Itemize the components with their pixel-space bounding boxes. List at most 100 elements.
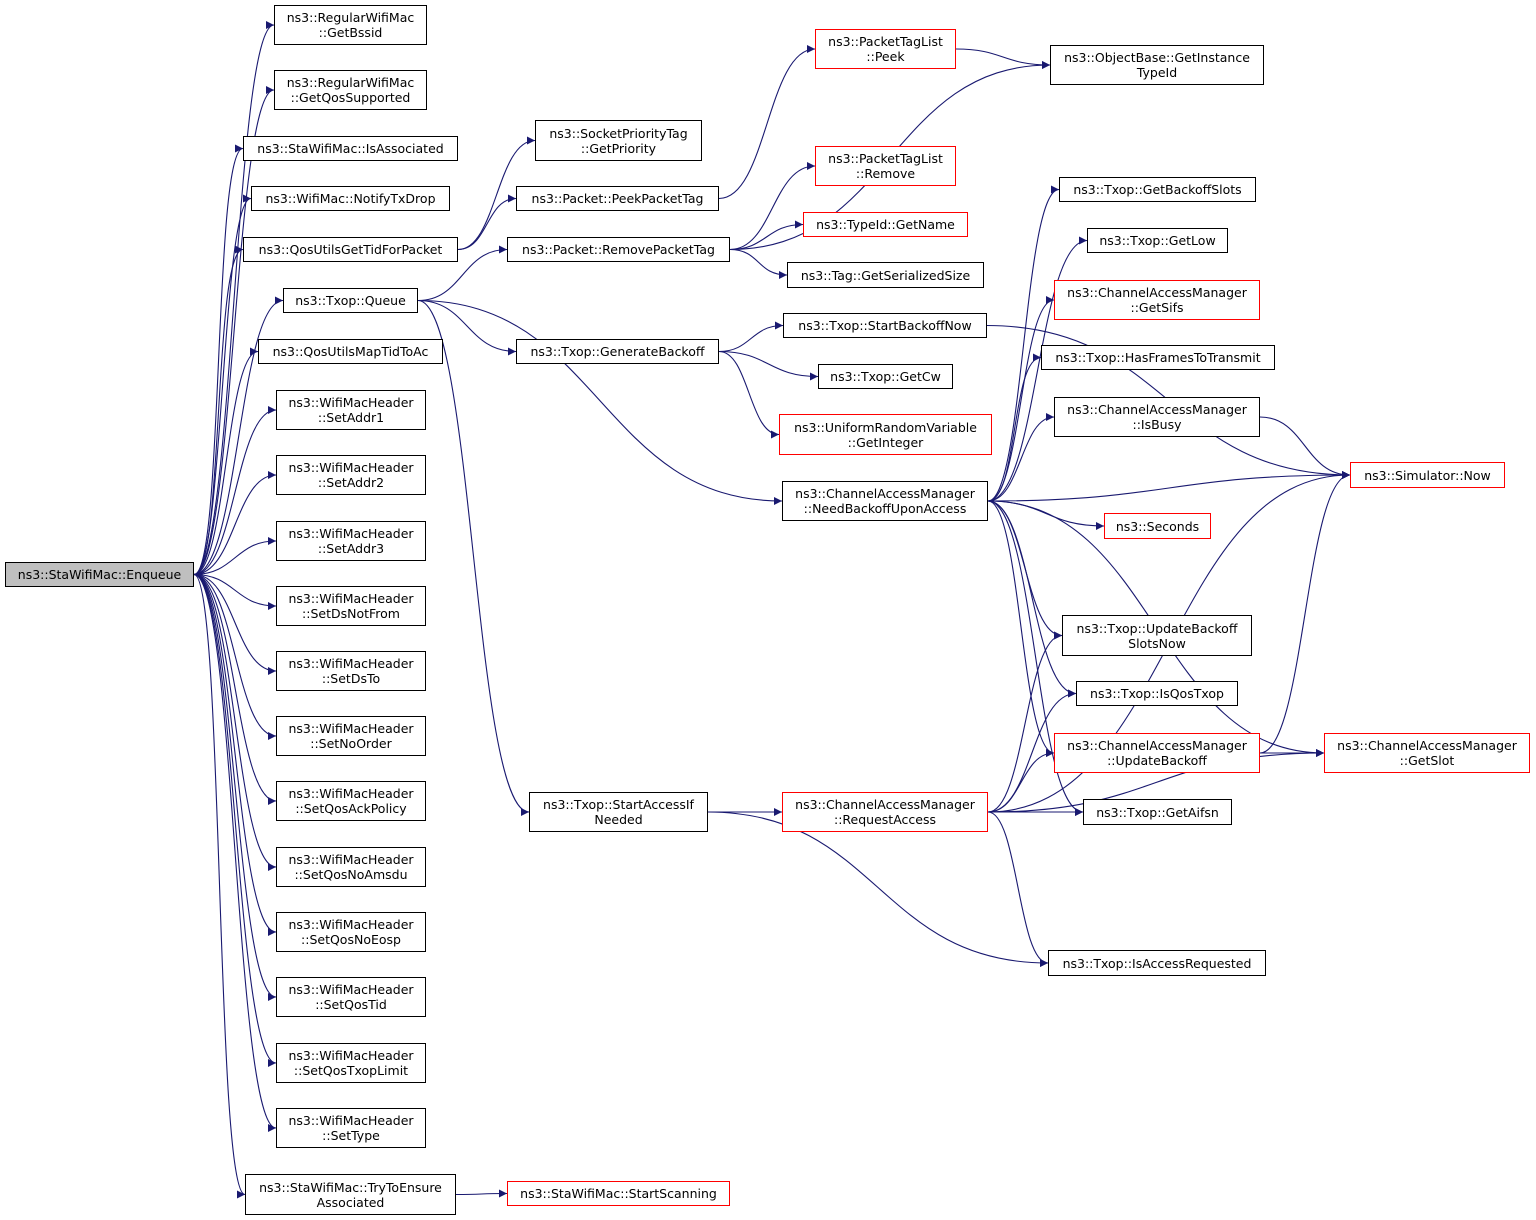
node-socket-priority-tag-get-priority[interactable]: ns3::SocketPriorityTag::GetPriority — [535, 120, 702, 161]
node-packet-tag-list-peek[interactable]: ns3::PacketTagList::Peek — [815, 29, 956, 69]
node-label: ns3::StaWifiMac::Enqueue — [17, 567, 182, 582]
node-uniform-random-variable-get-integer[interactable]: ns3::UniformRandomVariable::GetInteger — [779, 414, 992, 455]
edge-txopqueue-to-needbackoff — [417, 299, 783, 505]
node-label: ns3::WifiMacHeader — [288, 982, 414, 997]
node-wifi-mac-notify-tx-drop[interactable]: ns3::WifiMac::NotifyTxDrop — [251, 186, 450, 211]
node-label: ns3::Packet::RemovePacketTag — [522, 242, 715, 257]
node-wifi-mac-header-set-ds-not-from[interactable]: ns3::WifiMacHeader::SetDsNotFrom — [276, 586, 426, 626]
edge-needbackoff-to-getaifsn — [987, 500, 1084, 816]
node-seconds[interactable]: ns3::Seconds — [1104, 513, 1211, 539]
node-wifi-mac-header-set-type[interactable]: ns3::WifiMacHeader::SetType — [276, 1108, 426, 1148]
node-label: ::IsBusy — [1132, 417, 1182, 432]
node-label: ::SetQosTxopLimit — [293, 1063, 409, 1078]
node-label: ns3::WifiMacHeader — [288, 1048, 414, 1063]
node-txop-is-qos-txop[interactable]: ns3::Txop::IsQosTxop — [1076, 681, 1238, 706]
edge-enqueue-to-setqosnoamsdu — [193, 573, 277, 871]
node-wifi-mac-header-set-addr3[interactable]: ns3::WifiMacHeader::SetAddr3 — [276, 521, 426, 561]
node-channel-access-manager-need-backoff-upon-access[interactable]: ns3::ChannelAccessManager::NeedBackoffUp… — [782, 481, 988, 521]
node-wifi-mac-header-set-ds-to[interactable]: ns3::WifiMacHeader::SetDsTo — [276, 651, 426, 691]
node-label: ns3::StaWifiMac::TryToEnsure — [259, 1179, 442, 1195]
node-txop-get-low[interactable]: ns3::Txop::GetLow — [1087, 228, 1228, 253]
edge-requestaccess-to-updatebackoff — [987, 749, 1055, 813]
node-label: ns3::Simulator::Now — [1364, 467, 1491, 483]
node-wifi-mac-header-set-addr2[interactable]: ns3::WifiMacHeader::SetAddr2 — [276, 455, 426, 495]
node-label: Needed — [594, 812, 643, 827]
edge-needbackoff-to-simnow — [987, 471, 1351, 502]
edge-removepackettag-to-taggetserializedsize — [729, 248, 788, 279]
edge-trytoensure-to-startscanning — [455, 1189, 508, 1198]
node-label: ns3::RegularWifiMac — [286, 10, 415, 25]
node-label: ns3::Packet::PeekPacketTag — [531, 191, 704, 206]
node-label: ns3::WifiMac::NotifyTxDrop — [265, 191, 436, 206]
node-label: ns3::StaWifiMac::IsAssociated — [257, 141, 444, 156]
edge-enqueue-to-settype — [193, 573, 277, 1132]
node-tag-get-serialized-size[interactable]: ns3::Tag::GetSerializedSize — [787, 262, 984, 288]
node-channel-access-manager-get-sifs[interactable]: ns3::ChannelAccessManager::GetSifs — [1054, 280, 1260, 320]
edge-generatebackoff-to-uniformrandom — [718, 350, 780, 439]
node-label: ns3::ChannelAccessManager — [795, 486, 975, 501]
node-sta-wifi-mac-enqueue[interactable]: ns3::StaWifiMac::Enqueue — [5, 562, 194, 587]
node-regular-wifi-mac-get-qos-supported[interactable]: ns3::RegularWifiMac::GetQosSupported — [274, 70, 427, 110]
node-label: ns3::WifiMacHeader — [288, 917, 414, 932]
node-wifi-mac-header-set-addr1[interactable]: ns3::WifiMacHeader::SetAddr1 — [276, 390, 426, 430]
node-txop-get-cw[interactable]: ns3::Txop::GetCw — [818, 364, 953, 389]
node-wifi-mac-header-set-qos-no-eosp[interactable]: ns3::WifiMacHeader::SetQosNoEosp — [276, 912, 426, 952]
node-txop-generate-backoff[interactable]: ns3::Txop::GenerateBackoff — [516, 339, 719, 364]
node-qos-utils-get-tid-for-packet[interactable]: ns3::QosUtilsGetTidForPacket — [243, 237, 458, 262]
edge-enqueue-to-setqosnoeosp — [193, 573, 277, 936]
edge-enqueue-to-setdsto — [193, 573, 277, 675]
node-txop-queue[interactable]: ns3::Txop::Queue — [283, 288, 418, 313]
node-label: ns3::WifiMacHeader — [288, 786, 414, 801]
node-label: ns3::WifiMacHeader — [288, 526, 414, 541]
node-label: ::RequestAccess — [834, 812, 936, 827]
node-wifi-mac-header-set-qos-tid[interactable]: ns3::WifiMacHeader::SetQosTid — [276, 977, 426, 1017]
node-label: ns3::ChannelAccessManager — [1067, 738, 1247, 753]
node-label: ns3::WifiMacHeader — [288, 591, 414, 606]
node-wifi-mac-header-set-no-order[interactable]: ns3::WifiMacHeader::SetNoOrder — [276, 716, 426, 756]
edge-needbackoff-to-isbusy — [987, 413, 1055, 502]
node-label: ::SetQosNoEosp — [301, 932, 401, 947]
node-packet-remove-packet-tag[interactable]: ns3::Packet::RemovePacketTag — [507, 237, 730, 262]
node-channel-access-manager-get-slot[interactable]: ns3::ChannelAccessManager::GetSlot — [1324, 733, 1530, 773]
node-regular-wifi-mac-get-bssid[interactable]: ns3::RegularWifiMac::GetBssid — [274, 5, 427, 45]
node-label: ns3::ChannelAccessManager — [1337, 738, 1517, 753]
node-label: ::Peek — [866, 49, 905, 64]
edge-qosutilsgettid-to-peekpackettag — [457, 194, 517, 251]
node-txop-is-access-requested[interactable]: ns3::Txop::IsAccessRequested — [1048, 950, 1266, 976]
edge-enqueue-to-txopqueue — [193, 296, 284, 576]
node-label: ns3::SocketPriorityTag — [549, 125, 688, 141]
node-label: ::SetNoOrder — [310, 736, 392, 751]
edge-enqueue-to-setqosackpolicy — [193, 573, 277, 805]
node-label: ns3::RegularWifiMac — [286, 75, 415, 90]
node-channel-access-manager-request-access[interactable]: ns3::ChannelAccessManager::RequestAccess — [782, 792, 988, 832]
node-label: SlotsNow — [1128, 635, 1186, 651]
node-type-id-get-name[interactable]: ns3::TypeId::GetName — [803, 212, 968, 237]
node-txop-has-frames-to-transmit[interactable]: ns3::Txop::HasFramesToTransmit — [1041, 345, 1275, 370]
node-wifi-mac-header-set-qos-ack-policy[interactable]: ns3::WifiMacHeader::SetQosAckPolicy — [276, 781, 426, 821]
node-qos-utils-map-tid-to-ac[interactable]: ns3::QosUtilsMapTidToAc — [258, 339, 443, 364]
node-txop-start-backoff-now[interactable]: ns3::Txop::StartBackoffNow — [783, 313, 987, 338]
node-label: ns3::ChannelAccessManager — [795, 797, 975, 812]
node-txop-get-aifsn[interactable]: ns3::Txop::GetAifsn — [1083, 799, 1232, 825]
node-wifi-mac-header-set-qos-txop-limit[interactable]: ns3::WifiMacHeader::SetQosTxopLimit — [276, 1043, 426, 1083]
node-channel-access-manager-is-busy[interactable]: ns3::ChannelAccessManager::IsBusy — [1054, 397, 1260, 437]
node-label: ns3::Tag::GetSerializedSize — [800, 267, 971, 283]
node-label: ns3::Seconds — [1115, 518, 1200, 534]
node-channel-access-manager-update-backoff[interactable]: ns3::ChannelAccessManager::UpdateBackoff — [1054, 733, 1260, 773]
node-packet-peek-packet-tag[interactable]: ns3::Packet::PeekPacketTag — [516, 186, 719, 211]
edge-requestaccess-to-isaccessrequested — [987, 811, 1049, 967]
node-label: ns3::QosUtilsGetTidForPacket — [258, 242, 443, 257]
node-txop-get-backoff-slots[interactable]: ns3::Txop::GetBackoffSlots — [1059, 177, 1256, 202]
node-packet-tag-list-remove[interactable]: ns3::PacketTagList::Remove — [815, 146, 956, 186]
node-sta-wifi-mac-start-scanning[interactable]: ns3::StaWifiMac::StartScanning — [507, 1181, 730, 1206]
node-simulator-now[interactable]: ns3::Simulator::Now — [1350, 462, 1505, 488]
edge-enqueue-to-trytoensure — [193, 573, 246, 1199]
node-wifi-mac-header-set-qos-no-amsdu[interactable]: ns3::WifiMacHeader::SetQosNoAmsdu — [276, 847, 426, 887]
edge-removepackettag-to-packettaglistremove — [729, 162, 816, 251]
node-sta-wifi-mac-is-associated[interactable]: ns3::StaWifiMac::IsAssociated — [243, 136, 458, 161]
edge-isbusy-to-simnow — [1259, 416, 1351, 479]
